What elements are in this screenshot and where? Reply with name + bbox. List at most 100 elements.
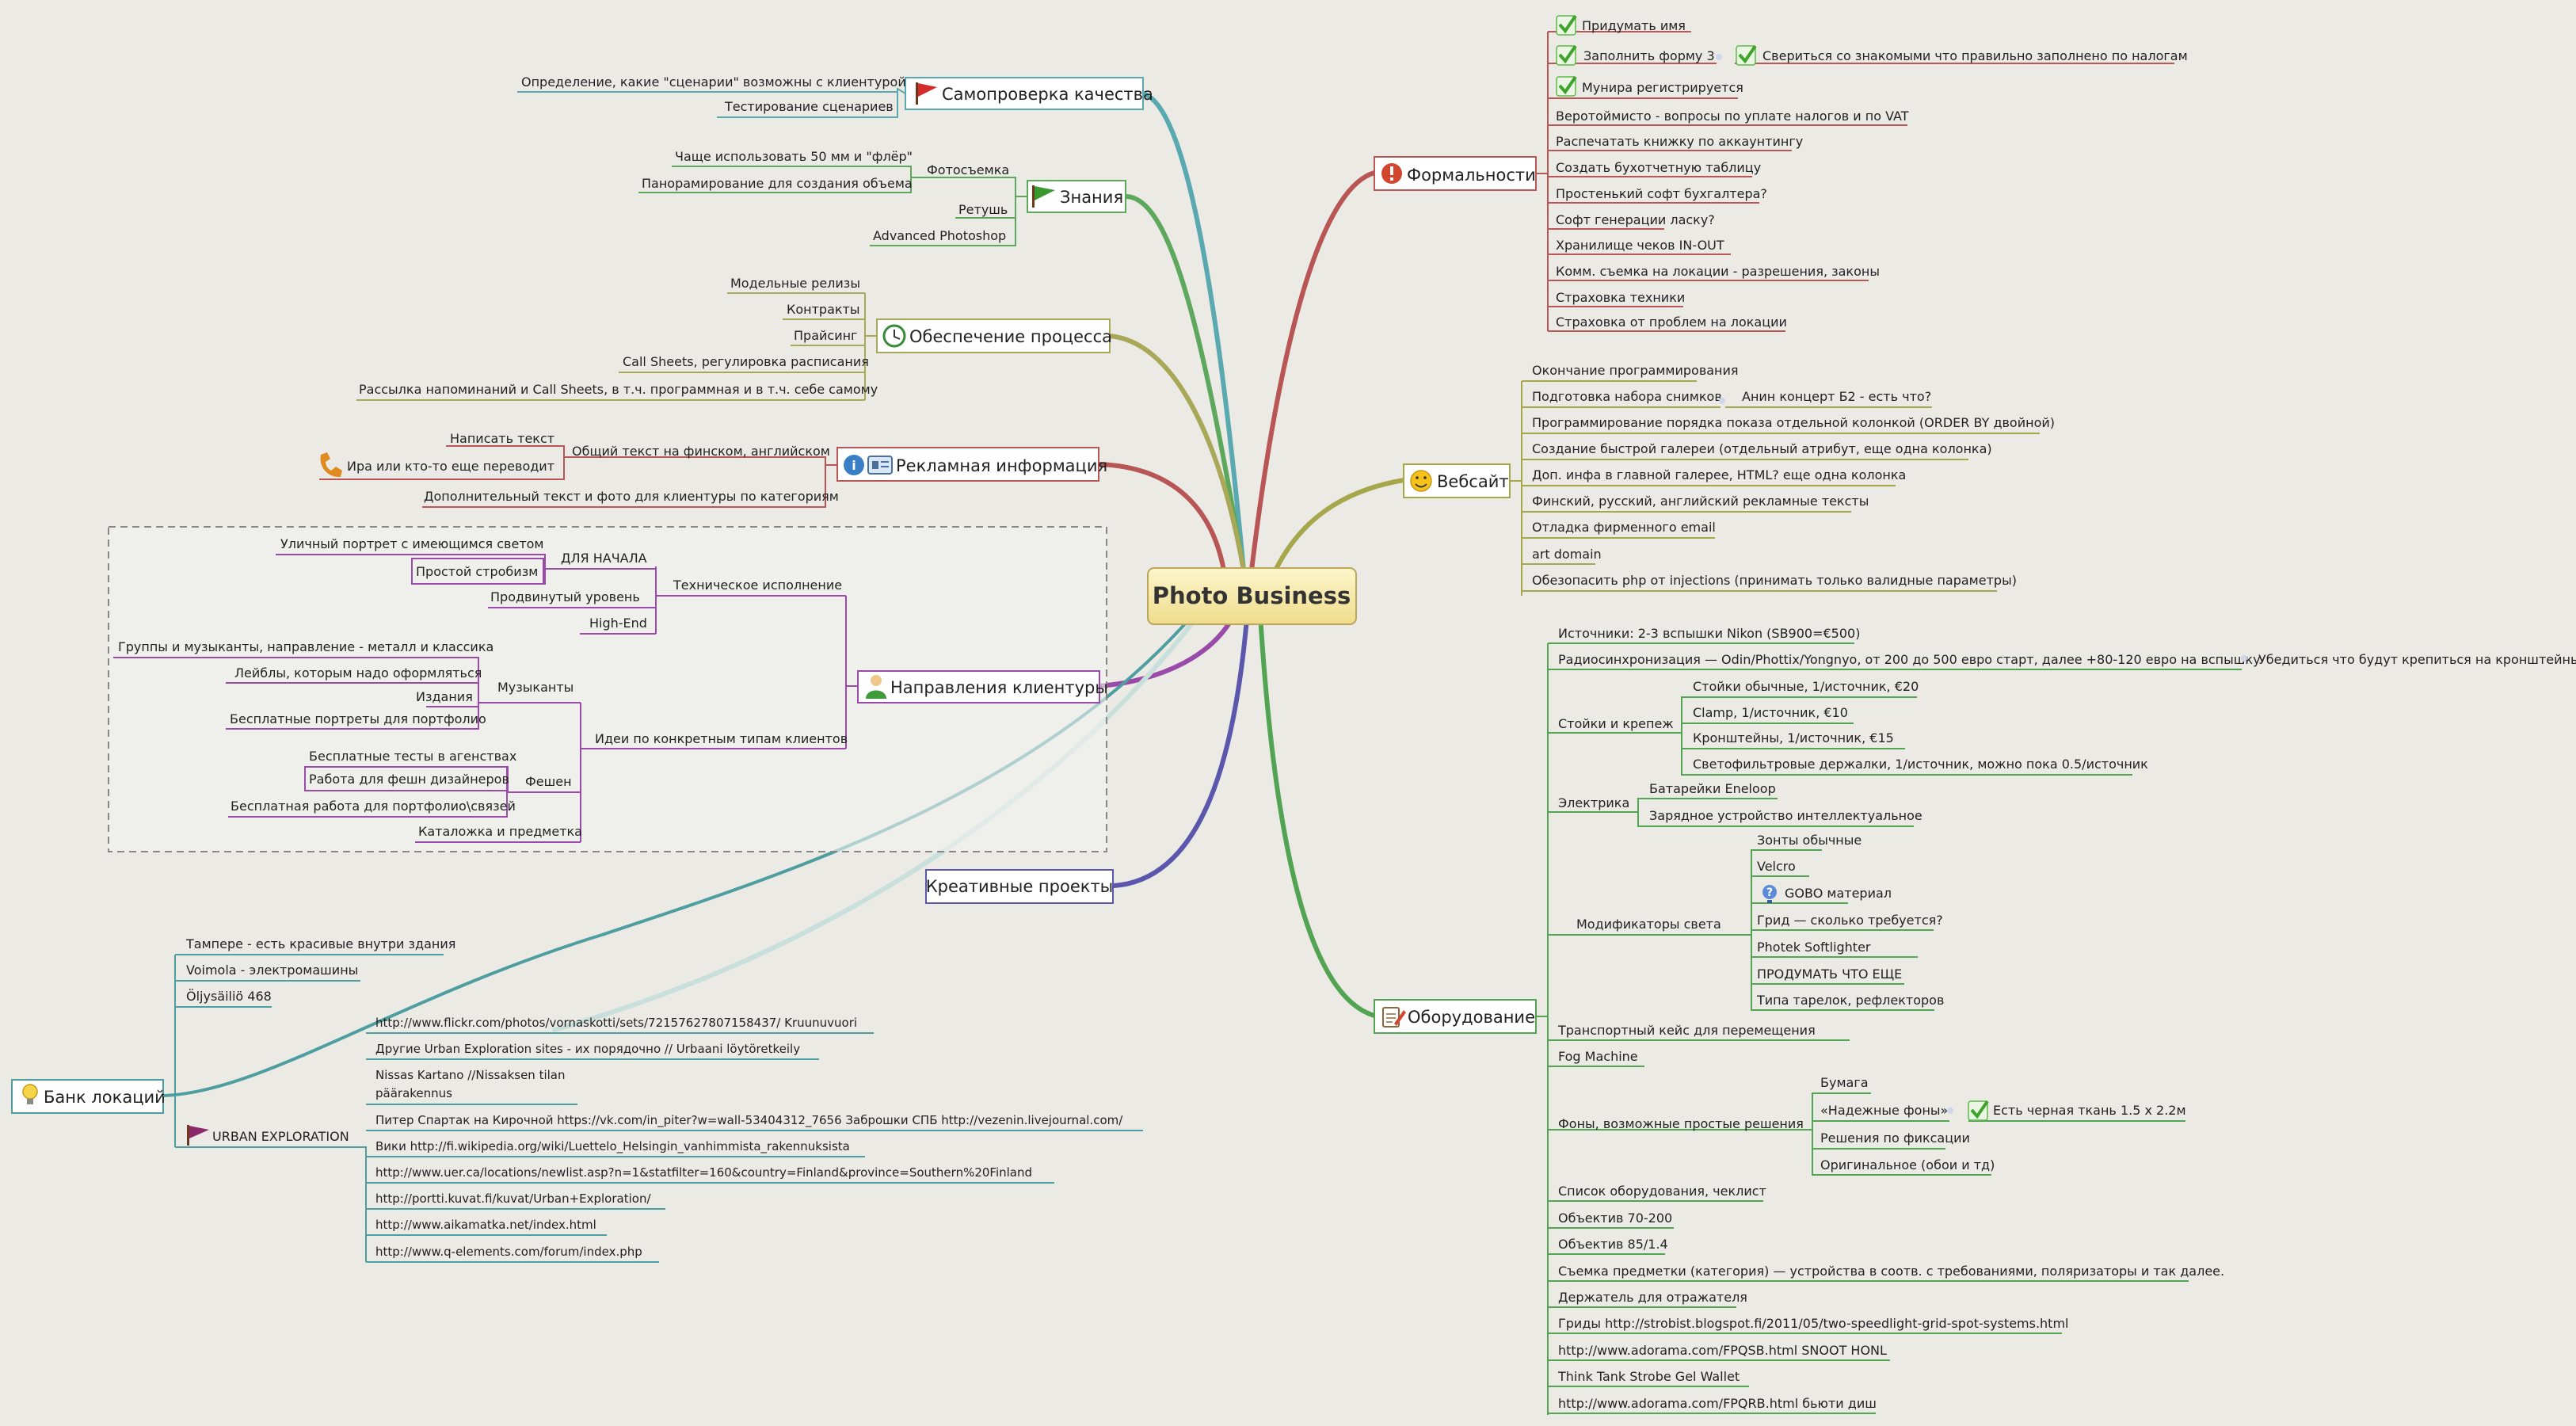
urban-item: Питер Спартак на Кирочной https://vk.com… [375,1113,1123,1128]
kreativ-title: Креативные проекты [926,877,1114,896]
fashion-item: Работа для фешн дизайнеров [309,772,509,787]
card-icon [867,456,893,475]
bank-item: Тампере - есть красивые внутри здания [185,936,455,951]
modifiers-item: Типа тарелок, рефлекторов [1756,993,1944,1008]
vebsait-item: Программирование порядка показа отдельно… [1532,415,2055,430]
lightbulb-icon [22,1084,38,1104]
formalnosti-item: Заполнить форму 3 [1583,48,1715,63]
vebsait-item: Финский, русский, английский рекламные т… [1532,494,1869,509]
napravleniya-start-item: Уличный портрет с имеющимся светом [280,536,544,551]
oborudovanie-rest-item: Гриды http://strobist.blogspot.fi/2011/0… [1558,1316,2068,1331]
center-label: Photo Business [1153,582,1351,609]
branch-znaniya [1124,194,1246,573]
vebsait-item: Обезопасить php от injections (принимать… [1532,573,2017,588]
red-flag-icon [916,82,937,105]
connector-dot [1716,54,1722,60]
oborudovanie-fog: Fog Machine [1558,1049,1638,1064]
topic-znaniya[interactable]: Знания [1027,180,1126,213]
napravleniya-tech: Техническое исполнение [673,578,842,593]
topic-napravleniya[interactable]: Направления клиентуры [857,670,1108,703]
obespechenie-item: Call Sheets, регулировка расписания [623,354,869,369]
formalnosti-item: Создать бухотчетную таблицу [1556,160,1761,175]
formalnosti-item: Хранилище чеков IN-OUT [1556,238,1724,253]
electric-item: Зарядное устройство интеллектуальное [1649,808,1922,823]
stands-item: Светофильтровые держалки, 1/источник, мо… [1693,757,2148,772]
oborudovanie-children [1536,642,2242,1415]
formalnosti-item: Простенький софт бухгалтера? [1556,186,1767,201]
napravleniya-advanced: Продвинутый уровень [490,589,640,604]
znaniya-children [638,166,1027,246]
checkmark-icon [1968,1100,1989,1121]
topic-vebsait[interactable]: Вебсайт [1403,463,1511,498]
reklama-general: Общий текст на финском, английском [572,444,830,459]
notepad-icon [1382,1007,1406,1028]
oborudovanie-radio-sub: Убедиться что будут крепиться на кронште… [2258,652,2576,667]
topic-reklama[interactable]: i Рекламная информация [836,447,1107,482]
formalnosti-item: Страховка от проблем на локации [1556,315,1787,330]
topic-bank[interactable]: Банк локаций [11,1079,166,1114]
topic-samoproverka[interactable]: Самопроверка качества [905,77,1153,110]
modifiers-item: GOBO материал [1785,886,1892,901]
topic-oborudovanie[interactable]: Оборудование [1374,999,1537,1034]
oborudovanie-modifiers: Модификаторы света [1576,917,1721,932]
branch-kreativ [1111,608,1250,888]
bank-urban: URBAN EXPLORATION [212,1129,349,1144]
bank-item: Öljysäiliö 468 [186,989,272,1004]
simple-strobism-box [411,558,544,585]
center-topic[interactable]: Photo Business [1147,567,1357,625]
branch-vebsait [1273,478,1406,573]
reklama-children [319,445,837,508]
topic-kreativ[interactable]: Креативные проекты [925,869,1114,904]
znaniya-retouch-item: Advanced Photoshop [873,228,1006,243]
modifiers-item: Photek Softlighter [1757,940,1871,955]
vebsait-item: Доп. инфа в главной галерее, HTML? еще о… [1532,467,1906,482]
napravleniya-children [113,554,858,843]
oborudovanie-case: Транспортный кейс для перемещения [1557,1023,1816,1038]
reklama-extra: Дополнительный текст и фото для клиентур… [424,489,839,504]
checkmark-icon [1736,44,1757,66]
napravleniya-title: Направления клиентуры [890,678,1108,697]
electric-item: Батарейки Eneloop [1649,781,1776,796]
exclamation-icon [1381,163,1402,184]
obespechenie-item: Модельные релизы [730,276,860,291]
clock-icon [882,324,906,348]
checkmark-icon [1556,44,1577,66]
fashion-item: Бесплатная работа для портфолио\связей [231,799,516,814]
znaniya-photo: Фотосъемка [927,162,1009,177]
fashion-item: Бесплатные тесты в агенствах [309,749,516,764]
vebsait-item: Создание быстрой галереи (отдельный атри… [1532,441,1992,456]
samoproverka-item: Определение, какие "сценарии" возможны с… [521,74,906,90]
vebsait-title: Вебсайт [1437,472,1509,491]
svg-text:i: i [852,458,855,473]
vebsait-item: art domain [1532,547,1602,562]
oborudovanie-title: Оборудование [1408,1008,1535,1027]
oborudovanie-rest-item: Держатель для отражателя [1558,1290,1747,1305]
topic-formalnosti[interactable]: Формальности [1374,156,1537,191]
formalnosti-item: Веротоймисто - вопросы по уплате налогов… [1556,109,1909,124]
modifiers-item: Грид — сколько требуется? [1757,913,1943,928]
vebsait-concert: Анин концерт Б2 - есть что? [1742,389,1931,404]
music-item: Бесплатные портреты для портфолио [230,711,486,726]
oborudovanie-rest-item: http://www.adorama.com/FPQSB.html SNOOT … [1558,1343,1887,1358]
branch-obespechenie [1107,334,1246,573]
oborudovanie-rest-item: Объектив 70-200 [1558,1211,1672,1226]
smiley-icon [1410,470,1432,492]
vebsait-children [1510,380,2040,596]
oborudovanie-stands: Стойки и крепеж [1558,716,1674,731]
oborudovanie-rest-item: Think Tank Strobe Gel Wallet [1557,1369,1740,1384]
samoproverka-item: Тестирование сценариев [724,99,894,114]
reklama-general-item: Ира или кто-то еще переводит [347,459,554,474]
branch-samoproverka [1140,91,1246,573]
backgrounds-item: Оригинальное (обои и тд) [1820,1157,1995,1172]
napravleniya-catalog: Каталожка и предметка [418,824,582,839]
backgrounds-item: «Надежные фоны» [1820,1103,1948,1118]
samoproverka-children [517,87,906,118]
topic-obespechenie[interactable]: Обеспечение процесса [876,318,1112,353]
svg-text:?: ? [1766,886,1773,899]
znaniya-photo-item: Чаще использовать 50 мм и "флёр" [675,149,913,164]
napravleniya-start-item: Простой стробизм [416,564,538,579]
green-flag-icon [1032,185,1055,208]
napravleniya-fashion: Фешен [525,774,572,789]
bank-children [163,954,1143,1263]
